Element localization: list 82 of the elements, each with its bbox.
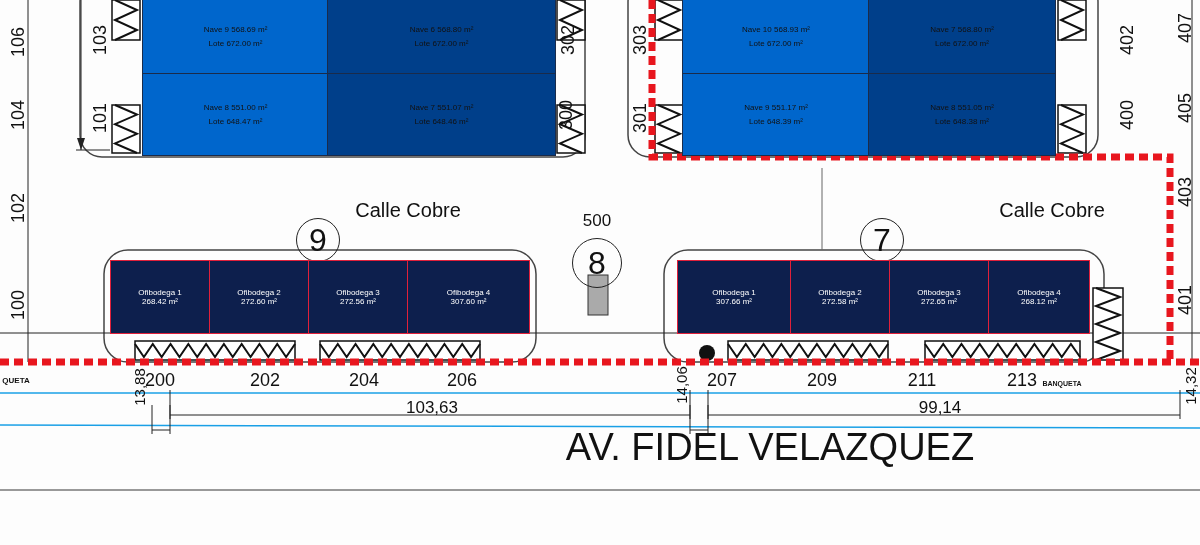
unit-name: Nave 10 568.93 m² — [741, 26, 810, 34]
unit-name: Ofibodega 2 — [237, 288, 281, 297]
lot-number: 7 — [873, 224, 891, 256]
office-warehouse-unit — [209, 260, 309, 334]
warehouse-unit — [869, 0, 1055, 74]
warehouse-unit — [869, 74, 1055, 155]
lot-number: 401 — [1176, 285, 1194, 315]
lot-number: 303 — [631, 25, 649, 55]
unit-area: Lote 648.38 m² — [935, 117, 989, 126]
dimension-label: 14,32 — [1182, 367, 1198, 405]
lot-number: 9 — [309, 224, 327, 256]
unit-area: 272.65 m² — [921, 297, 957, 306]
lot-number: 106 — [9, 27, 27, 57]
lot-number: 103 — [91, 25, 109, 55]
lot-number: 209 — [807, 371, 837, 389]
lot-number: 207 — [707, 371, 737, 389]
lot-number: 400 — [1118, 100, 1136, 130]
office-warehouse-unit — [407, 260, 530, 334]
lot-number: 100 — [9, 290, 27, 320]
lot-number: 405 — [1176, 93, 1194, 123]
unit-name: Nave 9 568.69 m² — [203, 26, 268, 34]
warehouse-unit — [143, 0, 328, 74]
unit-area: Lote 648.46 m² — [414, 117, 469, 126]
street-name: Calle Cobre — [355, 200, 461, 220]
unit-area: 268.12 m² — [1021, 297, 1057, 306]
unit-area: 307.60 m² — [450, 297, 487, 306]
unit-area: 272.58 m² — [822, 297, 858, 306]
unit-name: Ofibodega 4 — [1017, 288, 1061, 297]
office-warehouse-unit — [308, 260, 408, 334]
lot-number: 8 — [588, 247, 606, 279]
office-warehouse-unit — [677, 260, 791, 334]
lot-number: 104 — [9, 100, 27, 130]
dimension-label: 14,06 — [673, 366, 689, 404]
lot-number: 202 — [250, 371, 280, 389]
office-warehouse-unit — [988, 260, 1090, 334]
lot-number: 403 — [1176, 177, 1194, 207]
unit-name: Ofibodega 1 — [712, 288, 756, 297]
office-warehouse-unit — [790, 260, 890, 334]
warehouse-unit — [328, 74, 555, 155]
unit-name: Ofibodega 3 — [917, 288, 961, 297]
dimension-label: 99,14 — [918, 398, 962, 416]
unit-name: Nave 7 551.07 m² — [409, 103, 474, 112]
unit-name: Ofibodega 4 — [446, 288, 491, 297]
warehouse-unit — [328, 0, 555, 74]
warehouse-unit — [683, 74, 869, 155]
unit-area: 268.42 m² — [142, 297, 178, 306]
lot-number: 301 — [631, 103, 649, 133]
unit-name: Nave 6 568.80 m² — [409, 26, 474, 34]
unit-area: Lote 672.00 m² — [935, 40, 989, 48]
unit-area: Lote 672.00 m² — [208, 40, 263, 48]
office-warehouse-unit — [110, 260, 210, 334]
unit-area: Lote 672.00 m² — [749, 40, 803, 48]
lot-number: 101 — [91, 103, 109, 133]
unit-name: Ofibodega 3 — [336, 288, 380, 297]
unit-name: Nave 8 551.05 m² — [930, 103, 994, 112]
unit-area: 272.56 m² — [340, 297, 376, 306]
lot-number: 102 — [9, 193, 27, 223]
street-name: Calle Cobre — [999, 200, 1105, 220]
unit-area: Lote 648.47 m² — [208, 117, 263, 126]
unit-area: Lote 672.00 m² — [414, 40, 469, 48]
warehouse-unit — [683, 0, 869, 74]
lot-number: 206 — [447, 371, 477, 389]
lot-number: 211 — [907, 371, 937, 389]
street-name: AV. FIDEL VELAZQUEZ — [565, 428, 975, 466]
unit-name: Ofibodega 1 — [138, 288, 182, 297]
sidewalk-label: QUETA — [2, 377, 30, 385]
unit-area: 272.60 m² — [241, 297, 277, 306]
lot-number: 500 — [582, 211, 612, 231]
dimension-label: 103,63 — [406, 398, 458, 416]
warehouse-unit — [143, 74, 328, 155]
unit-area: Lote 648.39 m² — [749, 117, 803, 126]
lot-number: 213 — [1007, 371, 1037, 389]
unit-name: Nave 7 568.80 m² — [930, 26, 994, 34]
lot-number: 204 — [349, 371, 379, 389]
dimension-label: 13,88 — [131, 368, 147, 406]
lot-number: 402 — [1118, 25, 1136, 55]
unit-name: Nave 8 551.00 m² — [203, 103, 268, 112]
unit-name: Nave 9 551.17 m² — [744, 103, 808, 112]
unit-area: 307.66 m² — [716, 297, 752, 306]
unit-name: Ofibodega 2 — [818, 288, 862, 297]
office-warehouse-unit — [889, 260, 989, 334]
lot-number: 407 — [1176, 13, 1194, 43]
